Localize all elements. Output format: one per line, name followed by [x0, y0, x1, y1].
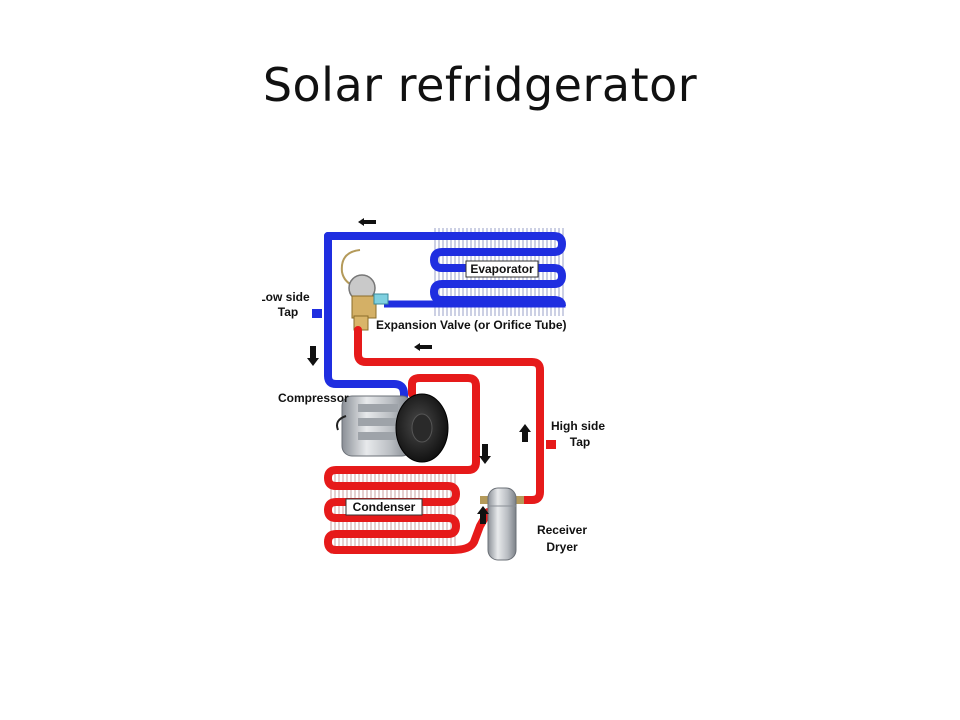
refrigeration-cycle-diagram: Evaporator Condenser [262, 206, 612, 572]
low-side-tap-label-line1: Low side [262, 290, 310, 304]
low-side-tap-label-line2: Tap [278, 305, 298, 319]
evaporator-label-box [465, 260, 539, 278]
condenser-tube [323, 466, 462, 554]
receiver-dryer-label-line2: Dryer [546, 540, 578, 554]
high-side-liquid-line [354, 326, 544, 504]
receiver-inlet-fitting [480, 496, 488, 504]
evaporator-label: Evaporator [470, 262, 534, 276]
compressor-rib-3 [358, 432, 398, 440]
low-side-line [324, 232, 408, 404]
high-side-tap-label-line2: Tap [570, 435, 590, 449]
valve-body [351, 295, 377, 319]
flow-arrow-high-side-up [519, 424, 531, 442]
valve-outlet-fitting [373, 293, 389, 305]
expansion-valve [340, 249, 389, 331]
condenser-coil: Condenser [323, 466, 462, 554]
high-side-tap-label-line1: High side [551, 419, 605, 433]
condenser-label-box [345, 498, 423, 516]
receiver-outlet-fitting [516, 496, 524, 504]
compressor-label: Compressor [278, 391, 349, 405]
compressor-wire [336, 415, 347, 431]
condenser-label: Condenser [353, 500, 416, 514]
flow-arrow-top-left [358, 218, 376, 226]
compressor-rib-1 [358, 404, 398, 412]
evaporator-to-valve-line [384, 300, 566, 308]
slide-title: Solar refridgerator [262, 58, 698, 112]
low-side-tap-port [312, 309, 322, 318]
receiver-canister [487, 487, 517, 561]
flow-arrow-receiver-up [477, 506, 489, 524]
flow-arrow-condenser-down [479, 444, 491, 464]
valve-capillary [340, 249, 361, 287]
discharge-line [408, 374, 480, 474]
diagram-canvas: Evaporator Condenser [262, 218, 605, 561]
flow-arrow-high-side-left [414, 343, 432, 351]
flow-arrow-low-side-down [307, 346, 319, 366]
receiver-dryer-label-line1: Receiver [537, 523, 587, 537]
compressor-rib-2 [358, 418, 398, 426]
receiver-dryer [480, 487, 524, 561]
compressor-hub [411, 413, 433, 443]
condenser-to-receiver-line [448, 508, 492, 554]
compressor [336, 393, 449, 463]
expansion-valve-label: Expansion Valve (or Orifice Tube) [376, 318, 567, 332]
high-side-tap-port [546, 440, 556, 449]
